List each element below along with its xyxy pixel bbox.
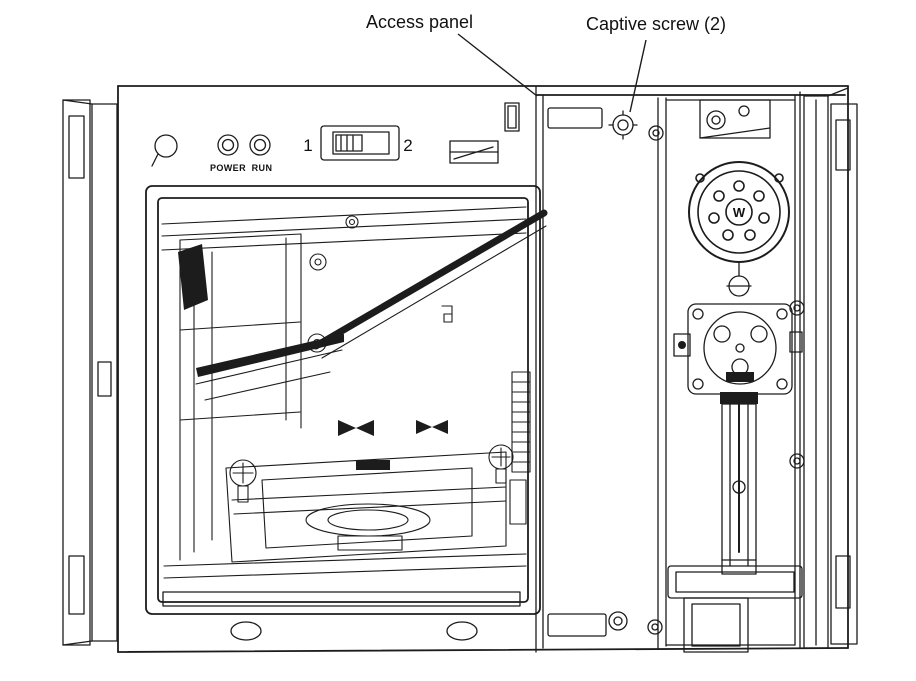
panel-screw-lower — [789, 453, 805, 469]
instrument-body: POWER RUN 1 2 — [62, 85, 858, 653]
valve-assembly-bay: W — [665, 91, 805, 653]
annotations: Access panel Captive screw (2) — [366, 12, 726, 113]
mode-switch: 1 2 — [303, 125, 413, 161]
panel-screw-bottom-right — [647, 619, 663, 635]
syringe-assembly — [720, 392, 758, 575]
base-strip — [162, 591, 521, 641]
valve-center-label: W — [733, 205, 746, 220]
latch-recess — [449, 140, 499, 164]
pump-head-block — [673, 303, 803, 395]
drain-tray — [667, 565, 803, 653]
interior-mechanism — [161, 206, 548, 579]
right-side-panels — [803, 87, 858, 649]
switch-position-2-label: 2 — [403, 136, 412, 155]
captive-screw-bottom — [608, 611, 628, 631]
compartment-frame — [145, 185, 541, 615]
top-bracket — [699, 99, 771, 139]
power-led-label: POWER — [210, 163, 246, 173]
captive-screw-leader-line — [629, 39, 647, 113]
outer-body-outline — [117, 85, 849, 653]
switch-position-1-label: 1 — [303, 136, 312, 155]
captive-screw-top — [608, 110, 638, 140]
access-panel — [535, 85, 667, 653]
shaded-wedge-upper — [178, 244, 208, 310]
access-panel-label: Access panel — [366, 12, 473, 32]
power-key — [151, 134, 178, 167]
hinge-slot — [504, 102, 520, 132]
run-led — [249, 134, 271, 156]
panel-screw-mid — [789, 300, 805, 316]
shaded-wedge-shelf — [196, 334, 344, 377]
front-panel-controls: POWER RUN 1 2 — [151, 102, 520, 173]
power-led — [217, 134, 239, 156]
captive-screw-label: Captive screw (2) — [586, 14, 726, 34]
panel-screw-top-right — [648, 125, 664, 141]
tube-clamp — [726, 261, 752, 297]
selection-valve: W — [688, 161, 790, 263]
left-door — [62, 99, 118, 646]
run-led-label: RUN — [252, 163, 273, 173]
